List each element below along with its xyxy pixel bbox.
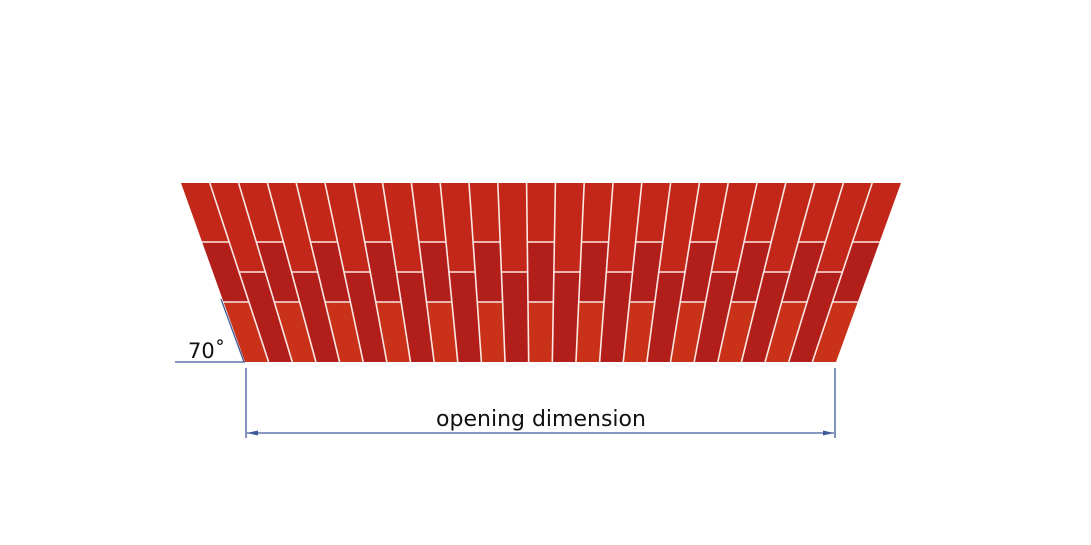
brick	[418, 242, 452, 302]
brick	[223, 302, 269, 362]
mortar-joints	[202, 182, 880, 363]
radial-joint	[525, 182, 530, 363]
dimension-label: opening dimension	[436, 407, 646, 432]
brick	[440, 183, 476, 272]
brick	[239, 272, 293, 362]
brick	[526, 183, 556, 242]
radial-joint	[669, 182, 701, 363]
radial-joint	[693, 182, 729, 363]
radial-joint	[598, 182, 614, 363]
radial-joint	[764, 182, 816, 363]
radial-joint	[787, 182, 845, 363]
brick	[497, 183, 528, 272]
radial-joint	[622, 182, 643, 363]
brick	[527, 302, 554, 362]
radial-joint	[646, 182, 672, 363]
brick	[325, 183, 371, 272]
radial-joint	[410, 182, 435, 363]
brick	[238, 183, 284, 242]
brick	[629, 242, 663, 302]
brick	[553, 183, 585, 272]
brick	[816, 183, 873, 272]
brick	[717, 302, 757, 362]
radial-joint	[353, 182, 388, 363]
brick	[181, 183, 230, 242]
brick	[763, 183, 815, 272]
brick	[852, 183, 901, 242]
brick	[426, 302, 458, 362]
brick	[575, 302, 605, 362]
brick	[658, 183, 700, 272]
brick	[527, 242, 555, 302]
brick	[711, 183, 757, 272]
brick	[411, 183, 446, 242]
dimension-arrow-left-icon	[247, 430, 258, 436]
brick	[741, 272, 790, 362]
brick	[396, 272, 435, 362]
radial-joint	[295, 182, 341, 363]
brick	[325, 302, 364, 362]
radial-joint	[717, 182, 758, 363]
brick	[274, 302, 316, 362]
brick	[353, 183, 392, 242]
brick	[477, 302, 506, 362]
brick	[256, 242, 300, 302]
brick	[382, 183, 423, 272]
dimension-arrow-right-icon	[823, 430, 834, 436]
brick	[581, 183, 613, 242]
arch-bricks	[181, 183, 901, 362]
brick	[694, 272, 738, 362]
brick	[606, 183, 642, 272]
brick	[267, 183, 318, 272]
radial-joint	[468, 182, 483, 363]
angle-leg	[220, 298, 245, 363]
brick	[202, 242, 249, 302]
brick	[623, 302, 655, 362]
radial-joint	[551, 182, 557, 363]
brick	[291, 272, 340, 362]
brick	[812, 302, 858, 362]
brick	[798, 183, 844, 242]
radial-joint	[740, 182, 787, 363]
radial-joint	[497, 182, 506, 363]
brick	[832, 242, 880, 302]
brick	[578, 242, 609, 302]
brick	[209, 183, 266, 272]
brick	[781, 242, 826, 302]
brick	[296, 183, 338, 242]
radial-joint	[381, 182, 412, 363]
angle-label: 70˚	[188, 339, 225, 363]
radial-joint	[237, 182, 294, 363]
brick	[501, 272, 529, 362]
brick	[469, 183, 501, 242]
radial-joint	[266, 182, 317, 363]
radial-joint	[324, 182, 364, 363]
radial-joint	[575, 182, 585, 363]
brick	[473, 242, 503, 302]
brick	[765, 302, 808, 362]
brick	[788, 272, 843, 362]
brick	[448, 272, 482, 362]
radial-joint	[209, 182, 270, 363]
brick	[689, 183, 729, 242]
radial-joint	[439, 182, 459, 363]
brick	[343, 272, 387, 362]
brick	[635, 183, 671, 242]
brick	[599, 272, 633, 362]
brick	[552, 272, 581, 362]
radial-joint	[811, 182, 873, 363]
